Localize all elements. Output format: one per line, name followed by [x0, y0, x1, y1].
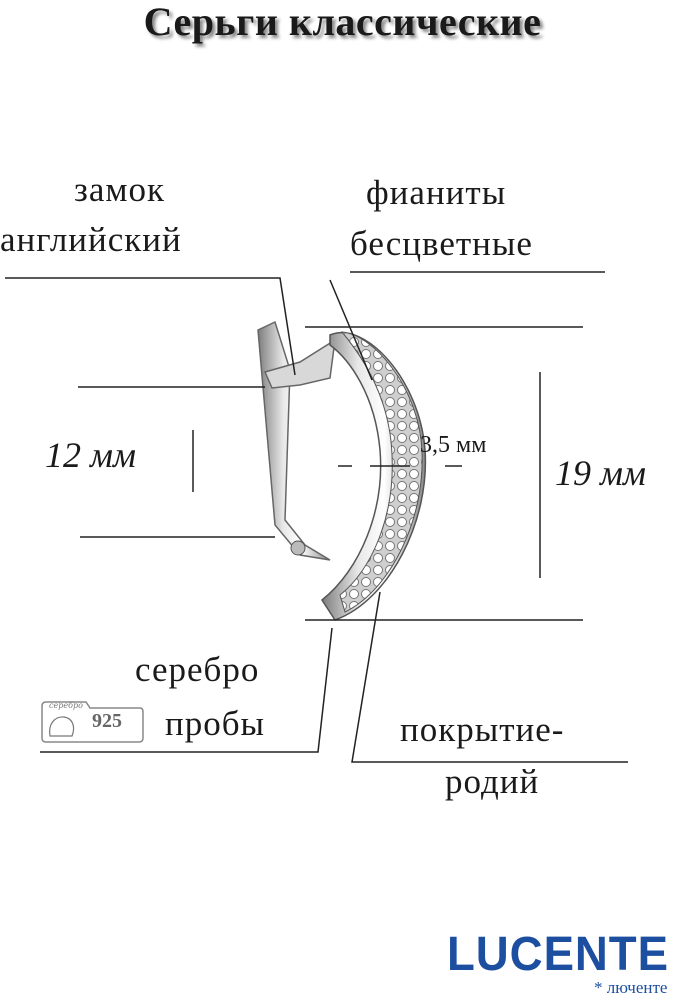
dimension-width: 3,5 мм [420, 432, 487, 458]
label-silver-line2: пробы [165, 704, 266, 743]
label-coating-line2: родий [445, 762, 540, 801]
label-stones-line1: фианиты [366, 173, 507, 212]
label-lock-line2: английский [0, 220, 182, 259]
page-title: Серьги классические [143, 0, 542, 44]
label-lock-line1: замок [74, 170, 166, 209]
label-stones-line2: бесцветные [350, 224, 533, 263]
label-silver-line1: серебро [135, 650, 260, 689]
hallmark-fineness: 925 [92, 710, 122, 732]
hallmark-badge: серебро 925 [40, 700, 145, 744]
brand-transliteration: * люченте [594, 978, 668, 997]
brand-logo: LUCENTE [447, 928, 669, 981]
hallmark-caption: серебро [49, 701, 83, 710]
dimension-19mm: 19 мм [555, 453, 646, 493]
label-coating-line1: покрытие- [400, 710, 565, 749]
dimension-12mm: 12 мм [45, 435, 136, 475]
earring-image [257, 320, 427, 621]
hallmark-head-icon [49, 716, 75, 737]
